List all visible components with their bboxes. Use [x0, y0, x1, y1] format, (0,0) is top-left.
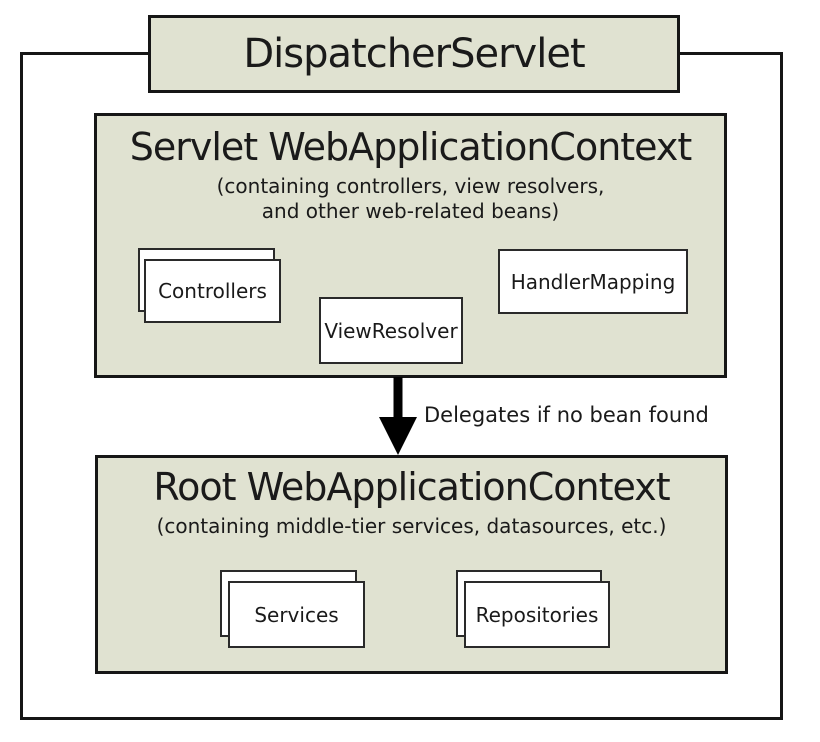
repositories-bean-stack: Repositories: [456, 570, 611, 649]
root-context-title: Root WebApplicationContext: [153, 465, 670, 509]
services-bean-stack: Services: [220, 570, 366, 649]
root-context-subtitle: (containing middle-tier services, dataso…: [156, 513, 667, 538]
controllers-bean-stack: Controllers: [138, 248, 282, 324]
delegates-arrow: [379, 377, 417, 455]
servlet-context-subtitle-line1: (containing controllers, view resolvers,: [216, 173, 605, 198]
handlermapping-bean: HandlerMapping: [498, 249, 688, 314]
viewresolver-bean: ViewResolver: [319, 297, 463, 364]
dispatcher-servlet-box: DispatcherServlet: [148, 15, 680, 93]
servlet-context-subtitle-line2: and other web-related beans): [261, 198, 560, 223]
dispatcher-servlet-label: DispatcherServlet: [243, 31, 585, 77]
servlet-context-subtitle: (containing controllers, view resolvers,…: [97, 174, 724, 224]
controllers-bean: Controllers: [144, 259, 281, 323]
root-webapplicationcontext-box: Root WebApplicationContext (containing m…: [95, 455, 728, 674]
services-bean: Services: [228, 581, 365, 648]
delegates-arrow-label: Delegates if no bean found: [424, 403, 709, 427]
servlet-context-title: Servlet WebApplicationContext: [129, 125, 693, 169]
repositories-bean: Repositories: [464, 581, 610, 648]
